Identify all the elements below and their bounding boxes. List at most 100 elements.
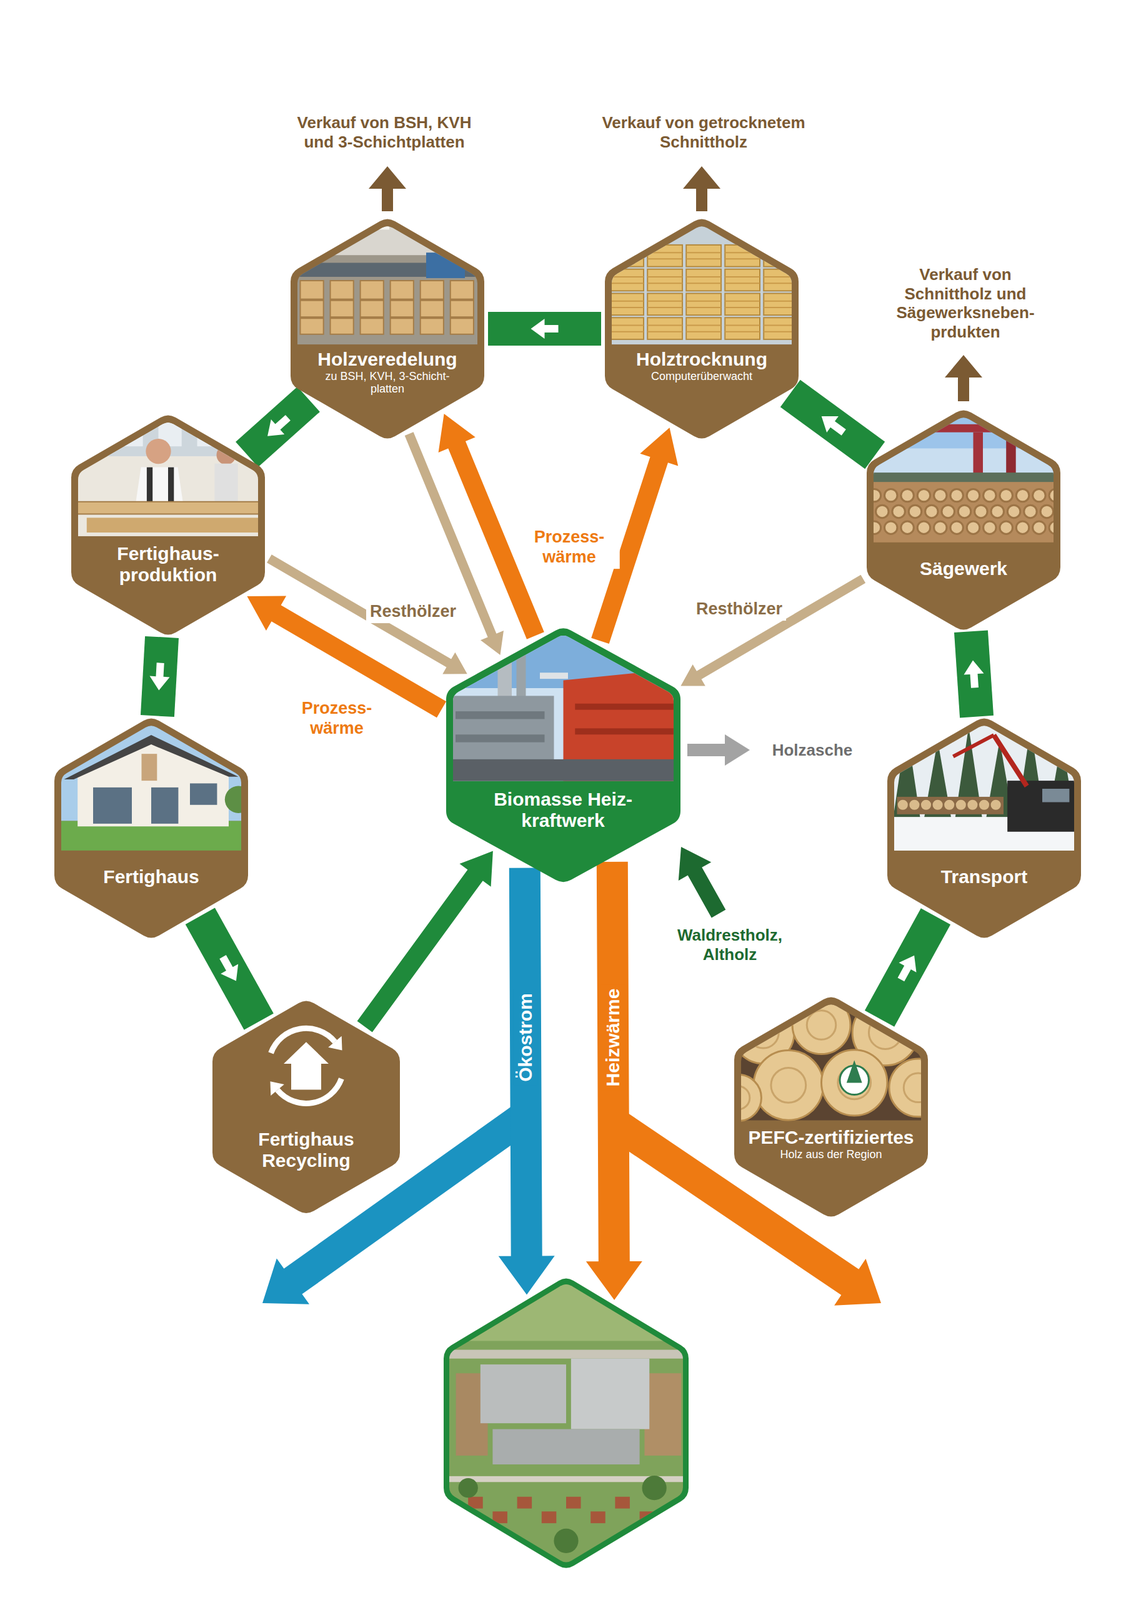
photo-shape [77, 742, 229, 827]
photo-shape [647, 331, 683, 333]
photo-shape [300, 298, 324, 302]
photo-shape [686, 258, 722, 260]
node-title: PEFC-zertifiziertes [747, 1126, 914, 1149]
photo-shape [966, 488, 980, 502]
photo-shape [724, 293, 760, 315]
flow-arrow [488, 311, 602, 346]
node-text: HolztrocknungComputerüberwacht [604, 348, 799, 383]
photo-shape [145, 438, 171, 464]
photo-shape [957, 504, 971, 518]
photo-shape [604, 216, 799, 345]
photo-shape [974, 504, 988, 518]
photo-shape [93, 787, 132, 824]
cycle-band [235, 386, 320, 468]
photo-illustration [443, 1275, 689, 1570]
photo-shape [458, 1477, 479, 1498]
node-title: Transport [941, 866, 1028, 888]
node-text: Sägewerk [866, 558, 1061, 580]
photo-shape [714, 1074, 762, 1121]
cycle-arrowhead [149, 662, 170, 690]
photo-shape [608, 331, 644, 333]
edge-label: Resthölzer [366, 600, 460, 623]
flow-arrow [780, 379, 885, 470]
hex-node: PEFC-zertifiziertesHolz aus der Region [734, 994, 928, 1219]
hex-outline [212, 1000, 400, 1213]
photo-shape [901, 488, 914, 502]
sales-note: Verkauf von BSH, KVH und 3-Schichtplatte… [283, 113, 487, 152]
photo-shape [134, 467, 184, 507]
photo-shape [897, 796, 1004, 815]
photo-shape [889, 1058, 948, 1117]
photo-shape [71, 501, 265, 515]
photo-shape [71, 413, 265, 537]
photo-shape [608, 269, 644, 292]
cycle-arrowhead [821, 416, 847, 436]
cycle-band [140, 636, 179, 717]
photo-shape [724, 276, 760, 278]
photo-shape [966, 521, 980, 534]
photo-shape [608, 293, 644, 315]
ash-arrow [687, 734, 750, 766]
sales-note: Verkauf von getrocknetem Schnittholz [601, 113, 807, 152]
flow-arrow-shape [498, 867, 555, 1295]
photo-shape [903, 1072, 933, 1102]
edge-label: Heizwärme [600, 984, 625, 1091]
photo-shape [300, 316, 324, 319]
photo-shape [763, 324, 799, 326]
recycle-arc [277, 1078, 342, 1104]
photo-shape [724, 258, 760, 260]
photo-shape [972, 432, 983, 476]
photo-shape [647, 251, 683, 254]
photo-illustration [714, 994, 948, 1122]
photo-shape [1049, 488, 1062, 502]
photo-shape [747, 1016, 780, 1048]
photo-shape [724, 269, 760, 292]
photo-shape [1016, 488, 1029, 502]
photo-shape [455, 711, 545, 719]
photo-shape [608, 317, 644, 340]
photo-shape [1007, 780, 1078, 832]
photo-shape [724, 324, 760, 326]
flow-arrow-shape [357, 851, 494, 1033]
photo-shape [792, 996, 851, 1055]
cycle-arrowhead [964, 660, 985, 688]
photo-shape [325, 224, 340, 230]
photo-shape [401, 224, 415, 230]
photo-shape [647, 300, 683, 302]
photo-shape [450, 316, 474, 319]
hex-shape [212, 998, 400, 1216]
sales-arrow [682, 166, 721, 212]
recycle-arc [271, 1027, 335, 1053]
hex-shape [604, 216, 799, 441]
photo-shape [608, 300, 644, 302]
photo-shape [921, 799, 932, 810]
photo-shape [917, 488, 930, 502]
photo-shape [753, 1050, 824, 1121]
hex-shape [290, 216, 485, 441]
photo-shape [574, 727, 674, 735]
cycle-arrowhead [897, 955, 917, 982]
photo-shape [360, 280, 384, 335]
photo-shape [375, 224, 390, 230]
photo-shape [925, 504, 938, 518]
photo-shape [451, 224, 465, 230]
photo-shape [450, 280, 474, 335]
edge-label: Prozess- wärme [286, 697, 388, 740]
photo-shape [724, 306, 760, 309]
photo-shape [950, 521, 963, 534]
photo-shape [724, 317, 760, 340]
hex-shape [866, 408, 1061, 632]
node-title: Fertighaus- produktion [102, 543, 234, 587]
photo-shape [866, 481, 1061, 543]
photo-shape [492, 1428, 640, 1464]
photo-shape [876, 504, 889, 518]
photo-shape [360, 316, 384, 319]
photo-shape [1006, 432, 1016, 476]
hex-node: Fertighaus- produktion [71, 413, 265, 637]
photo-shape [446, 759, 681, 782]
photo-shape [119, 419, 144, 447]
photo-shape [1032, 521, 1046, 534]
photo-shape [686, 293, 722, 315]
photo-illustration [71, 413, 265, 537]
photo-illustration [54, 716, 252, 851]
